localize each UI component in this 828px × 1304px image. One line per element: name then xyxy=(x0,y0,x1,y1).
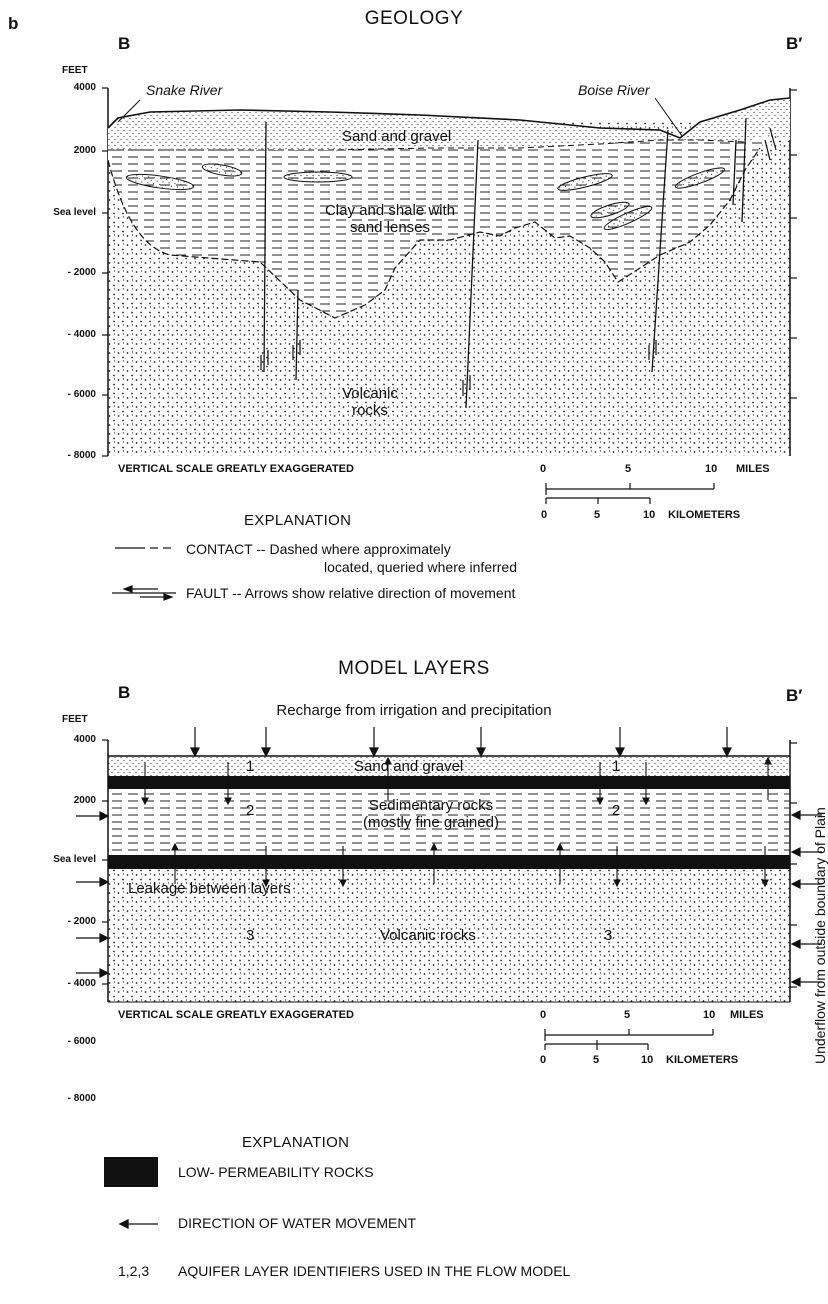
layer3-id-left: 3 xyxy=(246,927,255,944)
geology-km-tick: 10 xyxy=(643,509,656,521)
underflow-arrows xyxy=(76,810,822,987)
model-miles-tick: 0 xyxy=(540,1009,547,1021)
geology-y-tick: - 4000 xyxy=(67,329,96,340)
recharge-label: Recharge from irrigation and precipitati… xyxy=(276,702,552,719)
geology-miles-label: MILES xyxy=(736,463,770,475)
low-permeability-swatch xyxy=(104,1157,158,1187)
model-y-tick: Sea level xyxy=(53,854,96,865)
geology-km-label: KILOMETERS xyxy=(668,509,741,521)
geology-axis-unit: FEET xyxy=(62,65,88,76)
layer2-label-line2: (mostly fine grained) xyxy=(363,814,499,831)
geology-title: GEOLOGY xyxy=(364,8,464,29)
geology-y-tick: - 2000 xyxy=(67,267,96,278)
geology-y-tick: 4000 xyxy=(73,82,96,93)
model-km-tick: 5 xyxy=(593,1054,600,1066)
geology-km-tick: 5 xyxy=(594,509,601,521)
model-y-tick: - 8000 xyxy=(67,1093,96,1104)
contact-text-line1: CONTACT -- Dashed where approximately xyxy=(186,541,451,557)
recharge-arrows xyxy=(190,727,732,758)
geology-miles-tick: 5 xyxy=(625,463,632,475)
volcanic-label-line2: rocks xyxy=(352,402,388,419)
model-scale-note: VERTICAL SCALE GREATLY EXAGGERATED xyxy=(118,1009,354,1021)
model-miles-label: MILES xyxy=(730,1009,764,1021)
geology-y-tick: - 6000 xyxy=(67,389,96,400)
direction-text: DIRECTION OF WATER MOVEMENT xyxy=(178,1215,416,1231)
model-scale-bar xyxy=(544,1029,714,1050)
fault-text: FAULT -- Arrows show relative direction … xyxy=(186,585,516,601)
leakage-arrows xyxy=(141,756,772,888)
geology-miles-tick: 10 xyxy=(705,463,718,475)
clay-shale-label-line1: Clay and shale with xyxy=(324,202,456,219)
geology-left-end-label: B xyxy=(118,34,131,53)
layer1-label: Sand and gravel xyxy=(354,758,464,775)
low-permeability-band-lower xyxy=(108,855,790,869)
clay-shale-label-line2: sand lenses xyxy=(349,219,431,236)
model-y-tick: - 4000 xyxy=(67,978,96,989)
volcanic-label-line1: Volcanic xyxy=(342,385,398,402)
geology-right-end-label: B′ xyxy=(786,34,803,53)
model-km-tick: 0 xyxy=(540,1054,547,1066)
low-permeability-band-upper xyxy=(108,776,790,789)
geology-miles-tick: 0 xyxy=(540,463,547,475)
layer3-id-right: 3 xyxy=(604,927,613,944)
layer2-id-left: 2 xyxy=(246,802,255,819)
geology-y-tick: 2000 xyxy=(73,145,96,156)
low-permeability-text: LOW- PERMEABILITY ROCKS xyxy=(178,1164,374,1180)
geology-explanation-title: EXPLANATION xyxy=(244,512,352,529)
contact-text-line2: located, queried where inferred xyxy=(324,559,518,575)
geology-section xyxy=(102,87,797,457)
geology-scale-note: VERTICAL SCALE GREATLY EXAGGERATED xyxy=(118,463,354,475)
model-y-tick: 4000 xyxy=(73,734,96,745)
model-miles-tick: 5 xyxy=(624,1009,631,1021)
panel-letter: b xyxy=(8,14,19,33)
geology-scale-bar xyxy=(545,483,715,504)
model-section xyxy=(76,727,822,1003)
model-km-label: KILOMETERS xyxy=(666,1054,739,1066)
model-left-end-label: B xyxy=(118,683,131,702)
layer2-id-right: 2 xyxy=(612,802,621,819)
sand-gravel-label: Sand and gravel xyxy=(342,128,452,145)
snake-river-label: Snake River xyxy=(146,82,223,98)
direction-arrow-symbol xyxy=(118,1218,158,1230)
boise-river-label: Boise River xyxy=(578,82,650,98)
model-km-tick: 10 xyxy=(641,1054,654,1066)
model-miles-tick: 10 xyxy=(703,1009,716,1021)
model-y-tick: - 2000 xyxy=(67,916,96,927)
layer1-id-right: 1 xyxy=(612,758,621,775)
model-y-tick: 2000 xyxy=(73,795,96,806)
underflow-label: Underflow from outside boundary of Plain xyxy=(812,807,828,1064)
model-axis-unit: FEET xyxy=(62,714,88,725)
leakage-label: Leakage between layers xyxy=(128,880,291,897)
geology-y-tick: Sea level xyxy=(53,207,96,218)
fault-symbol xyxy=(112,585,176,601)
layer2-label-line1: Sedimentary rocks xyxy=(368,797,494,814)
model-explanation-title: EXPLANATION xyxy=(242,1134,350,1151)
model-right-end-label: B′ xyxy=(786,686,803,705)
layer1-id-left: 1 xyxy=(246,758,255,775)
geology-y-tick: - 8000 xyxy=(67,450,96,461)
geology-km-tick: 0 xyxy=(541,509,548,521)
model-y-tick: - 6000 xyxy=(67,1036,96,1047)
identifier-text: AQUIFER LAYER IDENTIFIERS USED IN THE FL… xyxy=(178,1263,571,1279)
layer3-label: Volcanic rocks xyxy=(380,927,476,944)
model-title: MODEL LAYERS xyxy=(338,658,490,679)
identifier-key: 1,2,3 xyxy=(118,1263,150,1279)
